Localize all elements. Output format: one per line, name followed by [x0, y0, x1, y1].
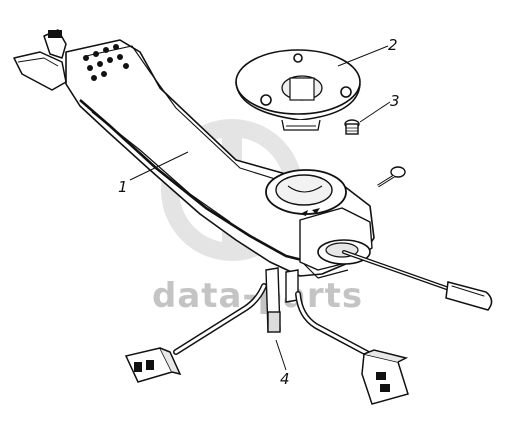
- lever-rod: [342, 250, 493, 311]
- screw-long: [377, 166, 406, 188]
- rear-contact-block: [13, 29, 129, 91]
- screw-small: [344, 119, 360, 135]
- callout-3: 3: [390, 92, 400, 110]
- connector-right: [361, 349, 409, 405]
- callout-1: 1: [118, 178, 128, 196]
- connector-left: [124, 347, 182, 383]
- contact-pins: [83, 44, 129, 81]
- leader-lines: [129, 45, 391, 371]
- mounting-flange: [235, 49, 361, 131]
- wire-harness: [173, 283, 379, 361]
- callout-2: 2: [388, 36, 398, 54]
- callout-4: 4: [280, 370, 290, 388]
